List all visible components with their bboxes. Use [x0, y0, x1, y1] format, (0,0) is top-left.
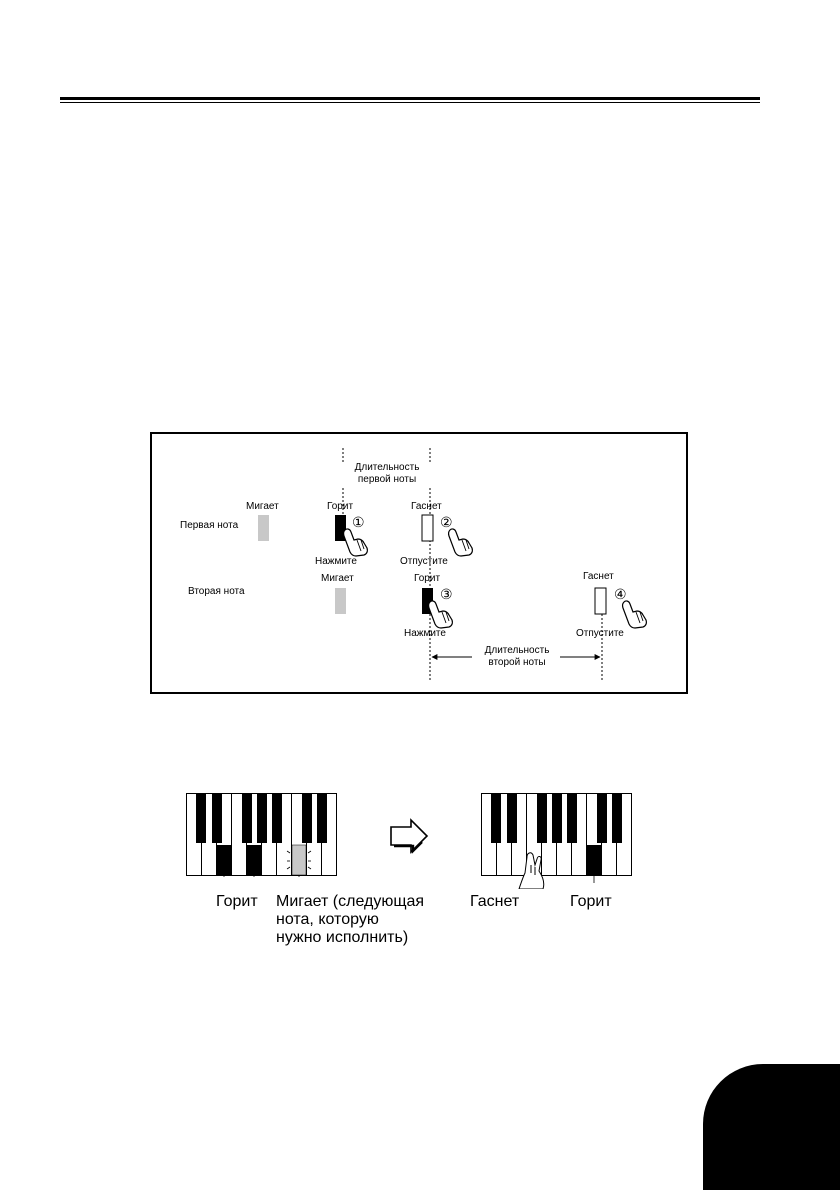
press-label-2: Нажмите: [404, 628, 446, 639]
off-label-2: Гаснет: [583, 571, 614, 582]
lit-label-1: Горит: [327, 501, 354, 512]
right-lit-caption: Горит: [570, 893, 612, 910]
left-lit-caption: Горит: [216, 893, 258, 910]
first-note-label: Первая нота: [180, 520, 239, 531]
led-first-lit: [335, 515, 346, 541]
right-off-caption: Гаснет: [470, 893, 520, 910]
led-first-blink: [258, 515, 269, 541]
duration-first-label: Длительность первой ноты: [338, 462, 436, 486]
step-1-marker: ①: [352, 514, 365, 530]
release-label-1: Отпустите: [400, 556, 448, 567]
step-3-marker: ③: [440, 586, 453, 602]
left-lit-key-2: [247, 845, 261, 875]
keyboard-right-illustration: [481, 793, 632, 889]
led-second-blink: [335, 588, 346, 614]
left-blink-key: [291, 844, 307, 876]
next-arrow-icon: [390, 818, 429, 854]
duration-second-label: Длительность второй ноты: [474, 645, 560, 669]
press-label-1: Нажмите: [315, 556, 357, 567]
hand-press-1-icon: [342, 528, 368, 557]
lit-label-2: Горит: [414, 573, 441, 584]
header-rule: [60, 97, 760, 100]
blinks-label-1: Мигает: [246, 501, 279, 512]
hand-release-2-icon: [621, 600, 647, 629]
led-first-off: [421, 514, 434, 542]
keyboard-left-illustration: [186, 793, 337, 877]
hand-press-2-icon: [427, 600, 453, 629]
left-lit-key-1: [217, 845, 231, 875]
page-corner-tab: [703, 1064, 840, 1190]
left-blink-caption: Мигает (следующая нота, которую нужно ис…: [276, 893, 425, 946]
led-second-lit: [422, 588, 433, 614]
release-label-2: Отпустите: [576, 628, 624, 639]
pressing-hand-icon: [518, 852, 545, 889]
header-rule-thin: [60, 102, 760, 103]
blinks-label-2: Мигает: [321, 573, 354, 584]
second-note-label: Вторая нота: [188, 586, 245, 597]
timing-diagram: Длительность первой ноты Длительность вт…: [150, 432, 688, 694]
right-lit-key: [587, 845, 601, 875]
off-label-1: Гаснет: [411, 501, 442, 512]
hand-release-1-icon: [447, 528, 473, 557]
led-second-off: [594, 587, 607, 615]
step-2-marker: ②: [440, 514, 453, 530]
step-4-marker: ④: [614, 586, 627, 602]
